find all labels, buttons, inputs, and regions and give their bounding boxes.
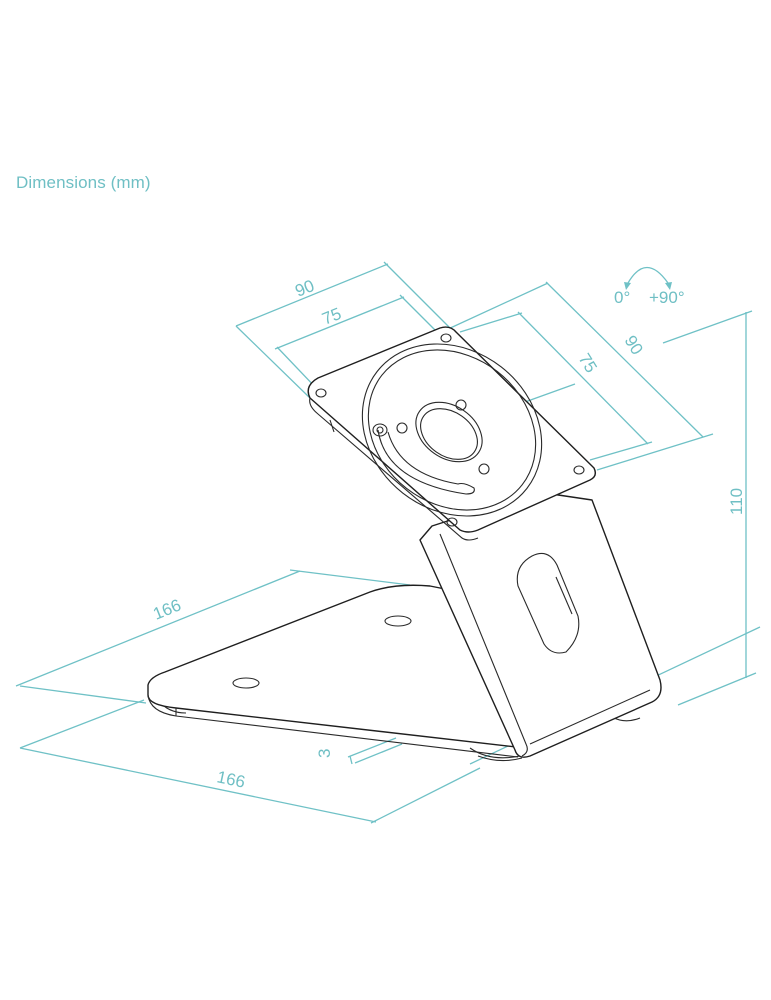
base-mount-hole <box>232 677 260 689</box>
rotation-start-label: 0° <box>614 288 630 307</box>
rotation-arc-icon <box>624 266 672 290</box>
dimension-lines <box>15 261 761 824</box>
triangular-base <box>147 584 526 758</box>
dim-label-75-top: 75 <box>319 304 344 329</box>
page-title: Dimensions (mm) <box>16 173 151 192</box>
base-mount-hole <box>384 615 412 627</box>
dim-label-75-right: 75 <box>575 350 601 376</box>
rotation-end-label: +90° <box>649 288 685 307</box>
dim-label-90-right: 90 <box>621 332 647 358</box>
cable-slot <box>516 552 580 654</box>
rotating-disc <box>361 343 543 517</box>
dim-label-90-top: 90 <box>292 276 317 301</box>
dim-label-110: 110 <box>727 488 746 515</box>
upright-support <box>419 491 662 758</box>
dim-label-166-width: 166 <box>215 767 247 791</box>
dim-label-3: 3 <box>315 749 334 758</box>
